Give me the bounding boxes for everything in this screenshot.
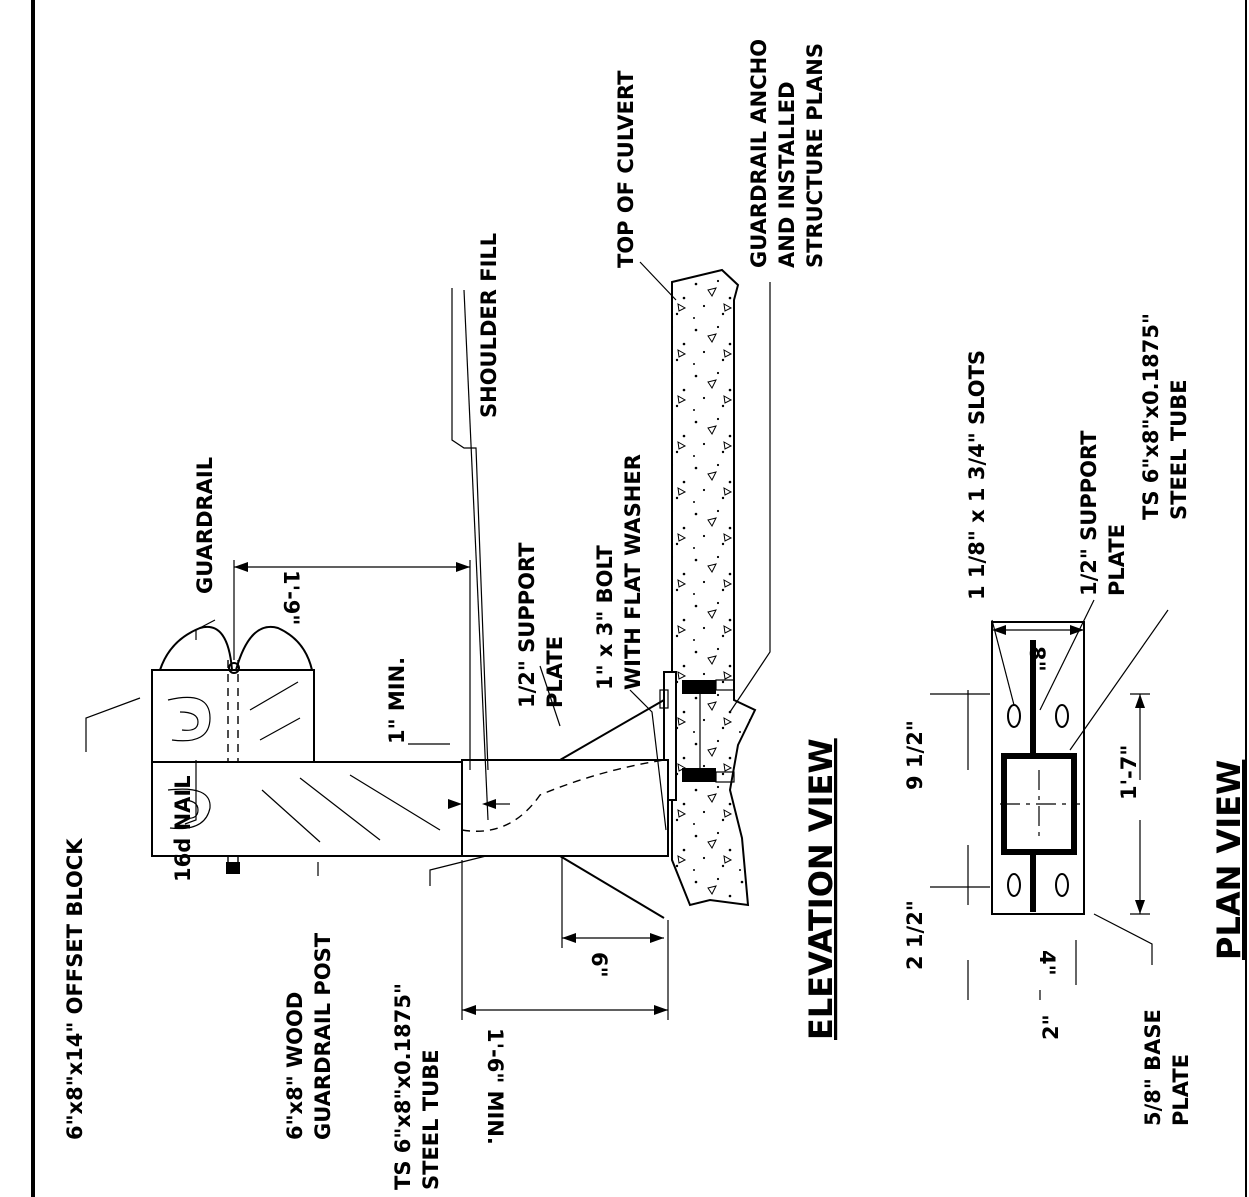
label-support-plate-2: PLATE: [543, 636, 567, 708]
label-plan-tube-1: TS 6"x8"x0.1875": [1139, 313, 1163, 520]
leader-guardrail: [195, 619, 216, 640]
leader-top-of-culvert: [639, 261, 677, 301]
elevation-labels: 6"x8"x14" OFFSET BLOCK 16d NAIL 6"x8" WO…: [63, 39, 840, 1190]
label-plan-support-1: 1/2" SUPPORT: [1077, 430, 1101, 596]
support-plate-plan-top: [1030, 640, 1036, 756]
dim-plan-2-5: 2 1/2": [903, 900, 927, 970]
label-base-plate-2: PLATE: [1169, 1054, 1193, 1126]
leader-anchor: [729, 282, 771, 713]
plan-labels: 1 1/8" x 1 3/4" SLOTS 1/2" SUPPORT PLATE…: [903, 313, 1248, 1126]
shoulder-fill-slope: [463, 289, 489, 821]
anchor-plate-top: [715, 679, 735, 691]
label-guardrail: GUARDRAIL: [193, 457, 217, 594]
leader-bolt: [629, 689, 667, 831]
slot-3: [1007, 873, 1021, 897]
dim-1-9: 1'-9": [279, 570, 303, 625]
guardrail-beam-2: [235, 625, 313, 671]
anchor-plate-bottom: [715, 771, 735, 783]
offset-block: [151, 669, 315, 763]
bolt-head-top: [659, 689, 669, 709]
label-anchor-3: STRUCTURE PLANS: [803, 43, 827, 268]
anchor-bolt-top: [682, 680, 716, 694]
dim-plan-8: 8": [1025, 646, 1049, 672]
dim-plan-1-7: 1'-7": [1117, 745, 1141, 800]
leader-nail: [184, 760, 197, 825]
dim-plan-9-5: 9 1/2": [903, 720, 927, 790]
anchor-bolt-bottom: [682, 768, 716, 782]
wood-post: [151, 761, 463, 857]
steel-tube: [461, 759, 669, 857]
plan-view-title: PLAN VIEW: [1210, 760, 1248, 960]
support-plate-plan-bottom: [1030, 852, 1036, 912]
leader-offset-block: [85, 697, 141, 752]
gusset-bottom: [559, 855, 665, 919]
leader-support-plate: [539, 665, 561, 727]
label-wood-post-2: GUARDRAIL POST: [311, 932, 335, 1140]
gusset-top: [559, 699, 665, 761]
label-support-plate-1: 1/2" SUPPORT: [515, 542, 539, 708]
culvert-concrete: [671, 268, 757, 907]
dim-plan-2: 2": [1039, 1014, 1063, 1040]
label-bolt-2: WITH FLAT WASHER: [621, 454, 645, 690]
label-base-plate-1: 5/8" BASE: [1141, 1009, 1165, 1126]
label-anchor-1: GUARDRAIL ANCHO: [747, 39, 771, 268]
label-wood-post-1: 6"x8" WOOD: [283, 992, 307, 1140]
label-top-of-culvert: TOP OF CULVERT: [614, 70, 638, 268]
label-steel-tube-2: STEEL TUBE: [419, 1049, 443, 1190]
label-plan-support-2: PLATE: [1105, 524, 1129, 596]
slot-2: [1055, 704, 1069, 728]
label-plan-tube-2: STEEL TUBE: [1167, 379, 1191, 520]
label-anchor-2: AND INSTALLED: [775, 81, 799, 268]
dim-plan-4: 4": [1035, 950, 1059, 976]
elevation-view-title: ELEVATION VIEW: [802, 738, 840, 1040]
label-16d-nail: 16d NAIL: [171, 775, 195, 882]
dim-1-6-min: 1'-6" MIN.: [483, 1028, 507, 1145]
post-embed-dash: [461, 759, 665, 832]
label-offset-block: 6"x8"x14" OFFSET BLOCK: [63, 838, 87, 1140]
label-steel-tube-1: TS 6"x8"x0.1875": [391, 983, 415, 1190]
label-shoulder-fill: SHOULDER FILL: [477, 233, 501, 418]
label-bolt-1: 1" x 3" BOLT: [593, 545, 617, 690]
leader-steel-tube: [429, 855, 487, 886]
leader-shoulder-fill: [451, 288, 489, 771]
slot-4: [1055, 873, 1069, 897]
label-slots: 1 1/8" x 1 3/4" SLOTS: [965, 350, 989, 600]
label-1in-min: 1" MIN.: [385, 657, 409, 744]
dim-6: 6": [587, 952, 611, 978]
